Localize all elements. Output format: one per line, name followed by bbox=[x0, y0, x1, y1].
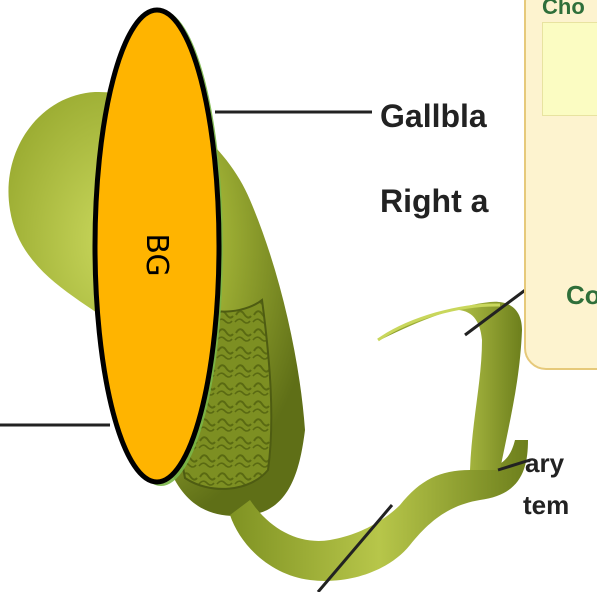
bg-marker-label: BG bbox=[126, 225, 186, 285]
info-card: Cho Co bbox=[524, 0, 597, 370]
info-card-caption: Co bbox=[566, 280, 597, 311]
system-label: tem bbox=[523, 490, 569, 521]
info-card-heading: Cho bbox=[542, 0, 585, 20]
gallbladder-label: Gallbla bbox=[380, 98, 487, 135]
info-card-inner-box bbox=[542, 22, 597, 116]
biliary-label: ary bbox=[525, 448, 564, 479]
right-artery-label: Right a bbox=[380, 183, 488, 220]
